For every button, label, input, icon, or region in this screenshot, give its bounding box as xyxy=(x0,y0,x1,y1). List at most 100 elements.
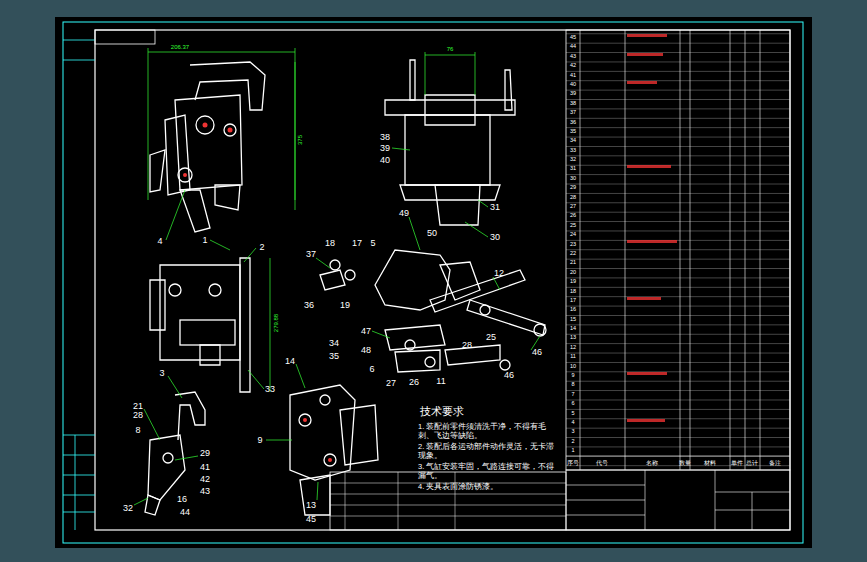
table-header: 材料 xyxy=(704,460,716,466)
callout-number: 46 xyxy=(504,371,514,380)
table-cell: 17 xyxy=(570,298,576,304)
callout-number: 16 xyxy=(177,495,187,504)
table-header: 数量 xyxy=(679,460,691,466)
table-cell: 27 xyxy=(570,204,576,210)
table-cell: 39 xyxy=(570,92,576,98)
table-cell: 24 xyxy=(570,232,576,238)
table-header: 代号 xyxy=(596,460,608,466)
table-header: 单件 xyxy=(731,460,743,466)
note-line: 3. 气缸安装牢固，气路连接可靠，不得漏气。 xyxy=(418,462,560,480)
callout-number: 2 xyxy=(259,243,264,252)
table-cell: 40 xyxy=(570,82,576,88)
table-cell: 5 xyxy=(571,411,574,417)
table-cell: 19 xyxy=(570,279,576,285)
table-cell: 26 xyxy=(570,214,576,220)
callout-number: 11 xyxy=(436,377,445,386)
callout-number: 40 xyxy=(380,156,390,165)
callout-number: 8 xyxy=(135,426,140,435)
table-cell: 43 xyxy=(570,54,576,60)
table-header: 总计 xyxy=(746,460,758,466)
note-line: 4. 夹具表面涂防锈漆。 xyxy=(418,482,560,491)
callout-number: 3 xyxy=(159,369,164,378)
callout-number: 49 xyxy=(399,209,409,218)
table-cell: 29 xyxy=(570,185,576,191)
callout-number: 1 xyxy=(202,236,207,245)
callout-number: 5 xyxy=(370,239,375,248)
callout-number: 34 xyxy=(329,339,339,348)
table-cell: 28 xyxy=(570,195,576,201)
table-cell: 22 xyxy=(570,251,576,257)
callout-number: 39 xyxy=(380,144,390,153)
callout-number: 31 xyxy=(490,203,500,212)
table-cell: 1 xyxy=(571,448,574,454)
table-cell: 37 xyxy=(570,110,576,116)
callout-number: 14 xyxy=(285,357,295,366)
callout-number: 17 xyxy=(352,239,362,248)
table-cell: 9 xyxy=(571,373,574,379)
callout-number: 38 xyxy=(380,133,390,142)
callout-number: 21 xyxy=(133,402,143,411)
table-cell: 8 xyxy=(571,383,574,389)
table-cell: 35 xyxy=(570,129,576,135)
callout-number: 43 xyxy=(200,487,210,496)
table-cell: 2 xyxy=(571,439,574,445)
table-cell: 6 xyxy=(571,401,574,407)
note-line: 2. 装配后各运动部件动作灵活，无卡滞现象。 xyxy=(418,442,560,460)
callout-number: 37 xyxy=(306,250,316,259)
table-cell: 16 xyxy=(570,308,576,314)
table-cell: 34 xyxy=(570,139,576,145)
callout-number: 27 xyxy=(386,379,396,388)
table-cell: 32 xyxy=(570,157,576,163)
callout-number: 48 xyxy=(361,346,371,355)
table-cell: 45 xyxy=(570,35,576,41)
table-cell: 7 xyxy=(571,392,574,398)
callout-number: 45 xyxy=(306,515,316,524)
table-cell: 38 xyxy=(570,101,576,107)
callout-number: 4 xyxy=(157,237,162,246)
callout-number: 13 xyxy=(306,501,316,510)
callout-number: 44 xyxy=(180,508,190,517)
callout-number: 29 xyxy=(200,449,210,458)
dimension: 206.37 xyxy=(171,44,189,50)
table-cell: 30 xyxy=(570,176,576,182)
notes-heading: 技术要求 xyxy=(420,406,464,417)
table-cell: 20 xyxy=(570,270,576,276)
table-header: 名称 xyxy=(646,460,658,466)
dimension: 279.88 xyxy=(273,314,279,332)
callout-number: 28 xyxy=(133,411,143,420)
table-cell: 21 xyxy=(570,261,576,267)
callout-number: 19 xyxy=(340,301,350,310)
callout-number: 33 xyxy=(265,385,275,394)
callout-number: 9 xyxy=(257,436,262,445)
table-cell: 44 xyxy=(570,45,576,51)
callout-number: 12 xyxy=(494,269,504,278)
table-header: 备注 xyxy=(769,460,781,466)
callout-number: 41 xyxy=(200,463,210,472)
callout-number: 6 xyxy=(369,365,374,374)
note-line: 1. 装配前零件须清洗干净，不得有毛刺、飞边等缺陷。 xyxy=(418,422,560,440)
table-cell: 36 xyxy=(570,120,576,126)
table-cell: 14 xyxy=(570,326,576,332)
table-cell: 15 xyxy=(570,317,576,323)
table-cell: 42 xyxy=(570,63,576,69)
table-cell: 3 xyxy=(571,430,574,436)
table-cell: 41 xyxy=(570,73,576,79)
callout-number: 47 xyxy=(361,327,371,336)
table-cell: 18 xyxy=(570,289,576,295)
table-cell: 12 xyxy=(570,345,576,351)
dimension: 76 xyxy=(447,46,454,52)
table-cell: 33 xyxy=(570,148,576,154)
callout-number: 46 xyxy=(532,348,542,357)
table-header: 序号 xyxy=(567,460,579,466)
dimension: 375 xyxy=(297,135,303,145)
callout-number: 32 xyxy=(123,504,133,513)
callout-number: 30 xyxy=(490,233,500,242)
table-cell: 4 xyxy=(571,420,574,426)
table-cell: 11 xyxy=(570,355,576,361)
callout-number: 35 xyxy=(329,352,339,361)
callout-number: 28 xyxy=(462,341,472,350)
callout-number: 50 xyxy=(427,229,437,238)
table-cell: 10 xyxy=(570,364,576,370)
callout-number: 26 xyxy=(409,378,419,387)
callout-number: 36 xyxy=(304,301,314,310)
